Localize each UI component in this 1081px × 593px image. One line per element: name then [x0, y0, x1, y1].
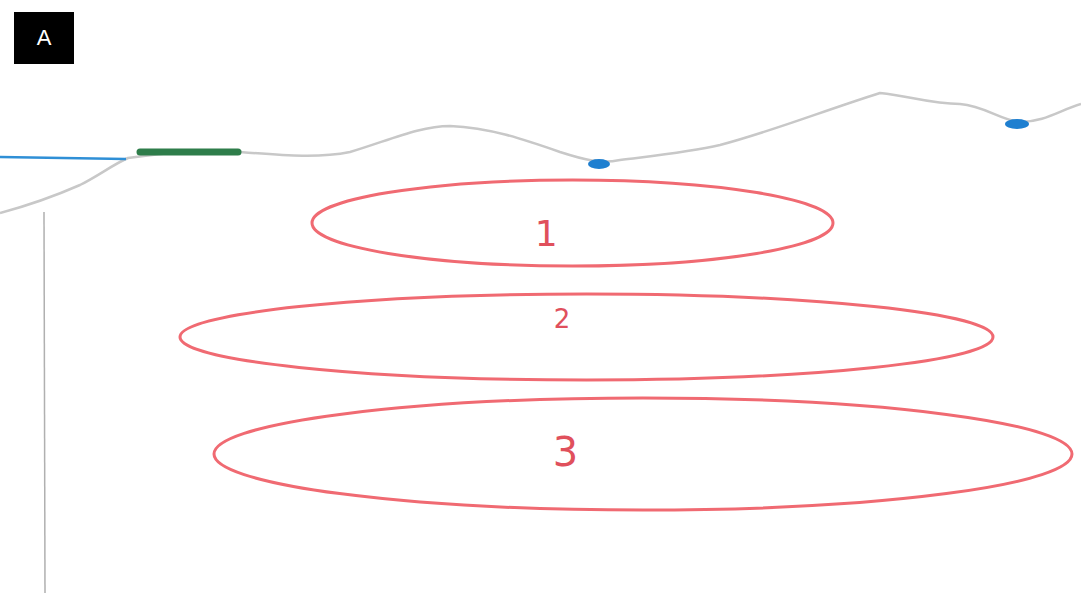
- red-ellipse: 3: [212, 396, 1074, 512]
- water-spot: [588, 159, 610, 169]
- ground-surface: [0, 93, 1081, 213]
- callout-number: 1: [535, 216, 558, 252]
- panel-label: A: [14, 12, 74, 64]
- ellipse-shape: [180, 294, 993, 380]
- ellipse-outline: [212, 396, 1074, 512]
- vegetation-mark: [140, 149, 238, 156]
- water-spot: [1005, 119, 1029, 129]
- callout-number: 2: [554, 306, 571, 332]
- ellipse-shape: [214, 398, 1072, 510]
- ellipse-outline: [310, 178, 835, 268]
- ellipse-outline: [178, 292, 995, 382]
- red-ellipse: 1: [310, 178, 835, 268]
- callout-number: 3: [553, 432, 578, 472]
- ellipse-shape: [312, 180, 833, 266]
- vertical-line: [44, 212, 45, 593]
- red-ellipse: 2: [178, 292, 995, 382]
- water-line: [0, 157, 126, 159]
